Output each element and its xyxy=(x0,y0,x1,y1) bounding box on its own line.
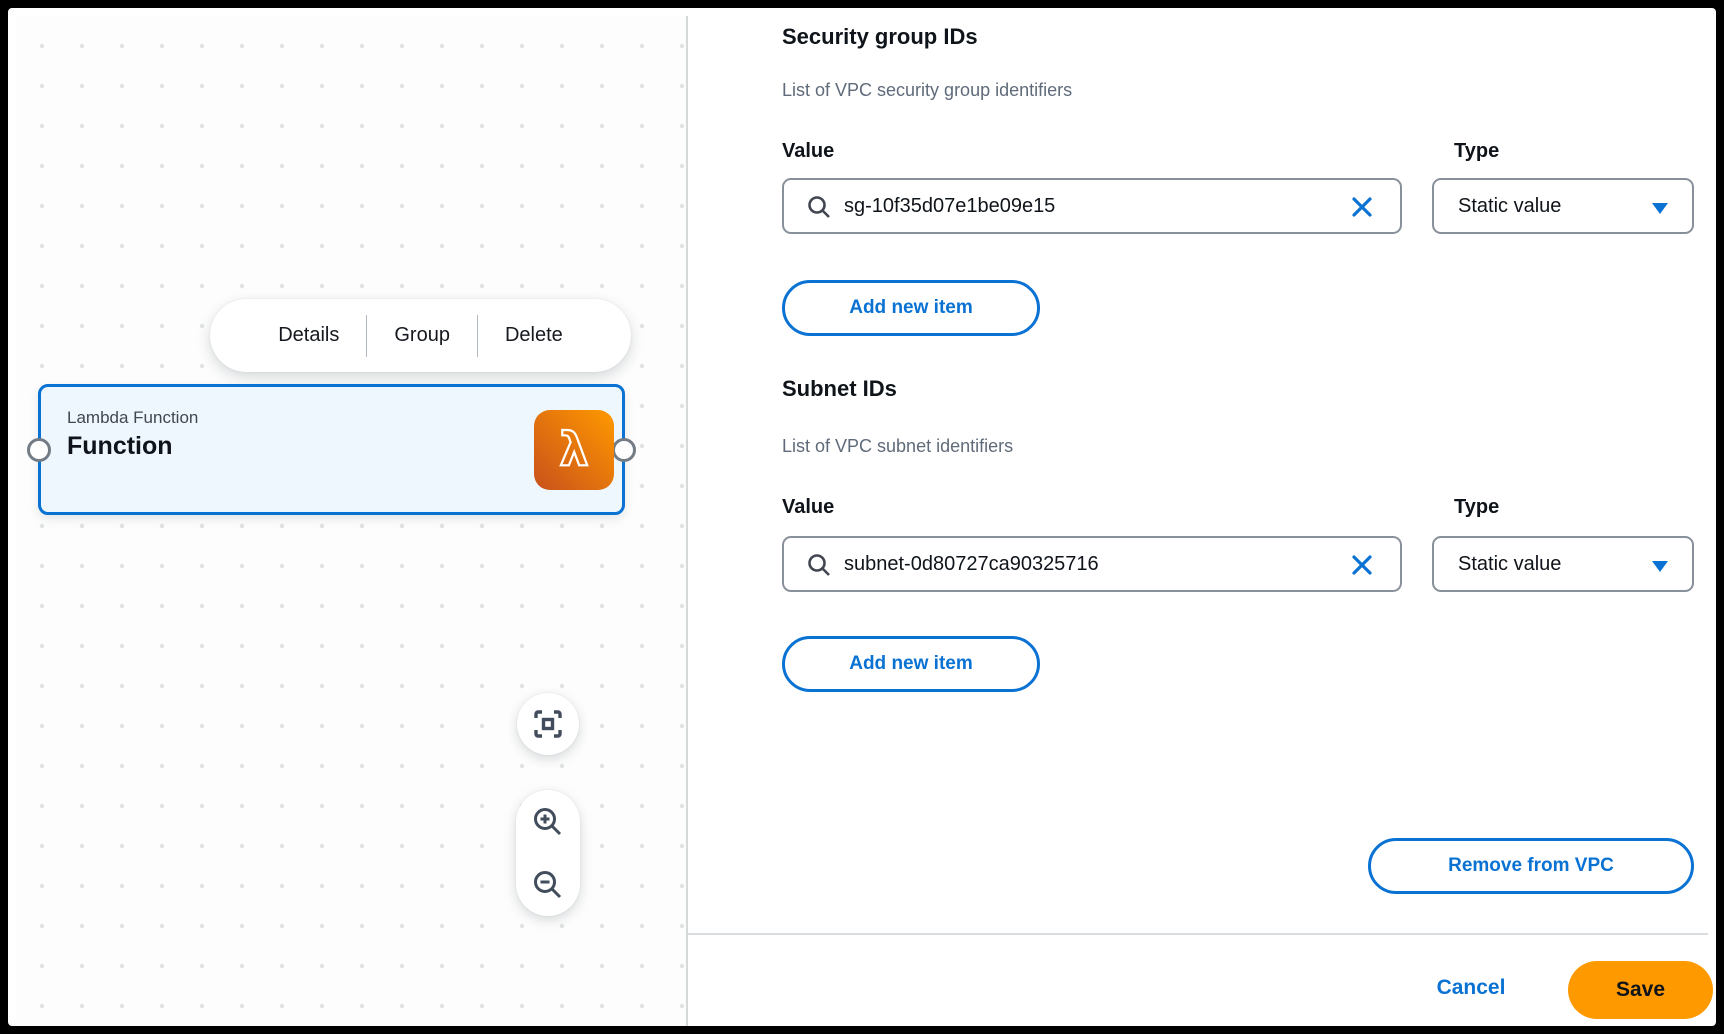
zoom-in-icon xyxy=(534,807,562,835)
clear-x-icon[interactable] xyxy=(1350,553,1374,577)
delete-button[interactable]: Delete xyxy=(504,324,563,346)
value-label: Value xyxy=(782,140,835,162)
subnet-value-input[interactable] xyxy=(844,538,1334,590)
lambda-glyph: λ xyxy=(559,422,588,476)
fit-view-icon xyxy=(534,710,562,738)
zoom-out-icon xyxy=(534,870,562,898)
app-window: Details Group Delete Lambda Function Fun… xyxy=(16,16,1713,1026)
zoom-controls xyxy=(516,790,580,916)
footer-divider xyxy=(688,933,1708,935)
caret-down-icon xyxy=(1652,203,1668,214)
value-label: Value xyxy=(782,496,835,518)
clear-x-icon[interactable] xyxy=(1350,195,1374,219)
security-group-value-input-wrap xyxy=(782,178,1402,234)
security-group-type-select[interactable]: Static value xyxy=(1432,178,1694,234)
cancel-button[interactable]: Cancel xyxy=(1436,976,1506,999)
caret-down-icon xyxy=(1652,561,1668,572)
type-select-value: Static value xyxy=(1458,194,1562,217)
search-icon xyxy=(808,196,830,218)
toolbar-separator xyxy=(476,314,478,357)
subnet-value-input-wrap xyxy=(782,536,1402,592)
fit-view-button[interactable] xyxy=(517,693,579,755)
node-context-toolbar: Details Group Delete xyxy=(210,299,631,372)
group-button[interactable]: Group xyxy=(394,324,450,346)
zoom-in-button[interactable] xyxy=(528,802,568,842)
toolbar-separator xyxy=(366,314,368,357)
type-select-value: Static value xyxy=(1458,552,1562,575)
add-security-group-button[interactable]: Add new item xyxy=(782,280,1040,336)
panel-divider xyxy=(686,16,688,1026)
search-icon xyxy=(808,554,830,576)
node-input-port[interactable] xyxy=(27,437,51,462)
section-title-security-group-ids: Security group IDs xyxy=(782,24,978,49)
properties-panel: Security group IDs List of VPC security … xyxy=(688,16,1713,1026)
add-subnet-button[interactable]: Add new item xyxy=(782,636,1040,692)
remove-from-vpc-button[interactable]: Remove from VPC xyxy=(1368,838,1694,894)
subnet-type-select[interactable]: Static value xyxy=(1432,536,1694,592)
section-description: List of VPC subnet identifiers xyxy=(782,436,1014,456)
section-title-subnet-ids: Subnet IDs xyxy=(782,376,897,401)
section-description: List of VPC security group identifiers xyxy=(782,80,1073,100)
node-name-label: Function xyxy=(67,432,173,460)
zoom-out-button[interactable] xyxy=(528,865,568,905)
save-button[interactable]: Save xyxy=(1568,961,1713,1019)
security-group-value-input[interactable] xyxy=(844,180,1334,232)
details-button[interactable]: Details xyxy=(278,324,340,346)
lambda-function-node[interactable]: Lambda Function Function λ xyxy=(27,384,636,515)
type-label: Type xyxy=(1454,496,1500,518)
design-canvas[interactable]: Details Group Delete Lambda Function Fun… xyxy=(16,16,686,1026)
lambda-icon: λ xyxy=(534,409,614,490)
node-type-label: Lambda Function xyxy=(67,408,199,427)
node-output-port[interactable] xyxy=(612,437,636,462)
type-label: Type xyxy=(1454,140,1500,162)
